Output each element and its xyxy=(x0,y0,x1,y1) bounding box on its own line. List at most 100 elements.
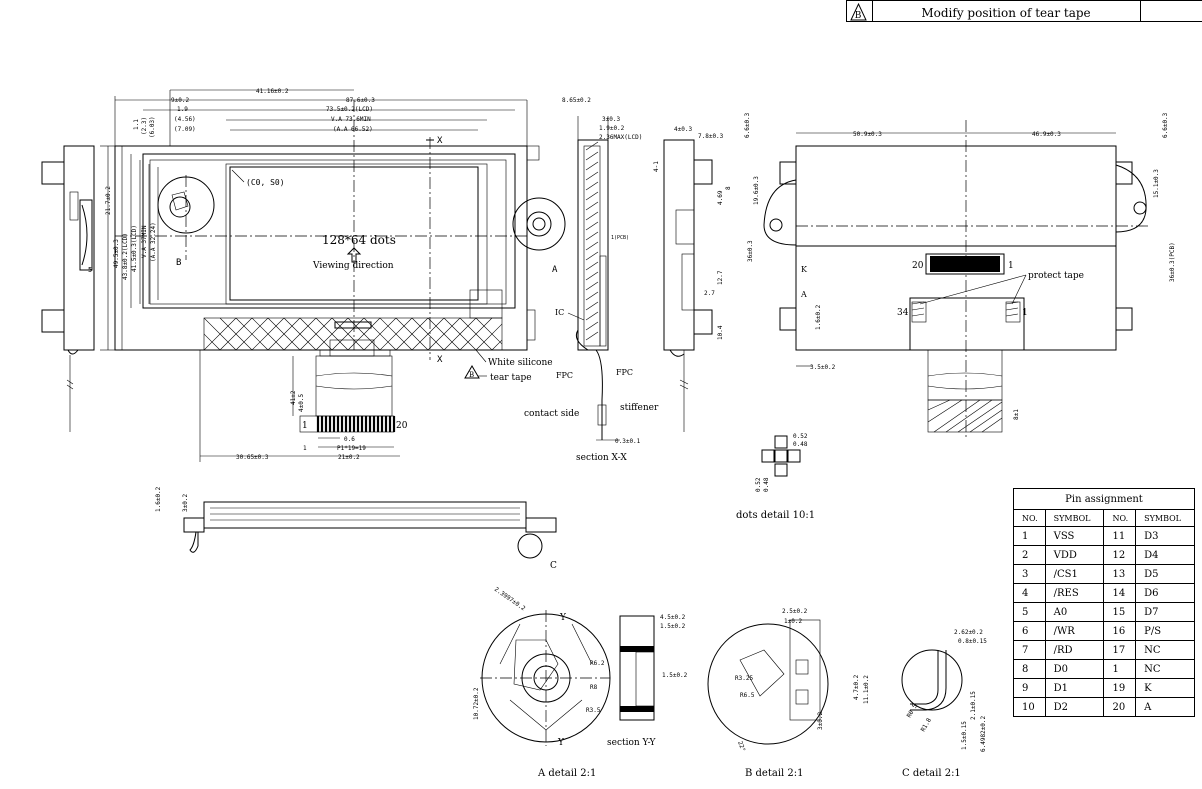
section-yy-dim-y3: 1.5±0.2 xyxy=(662,672,688,679)
dim-d18: (A.A 32.24) xyxy=(150,222,157,262)
section-dim-s1: 3±0.3 xyxy=(602,116,620,123)
fpc-pin-1: 1 xyxy=(302,421,308,431)
pin-table-title: Pin assignment xyxy=(1013,488,1195,510)
section-yy: 4.5±0.2 1.5±0.2 1.5±0.2 section Y-Y xyxy=(607,614,688,748)
detail-b-dim-c8: 22° xyxy=(736,740,746,753)
table-cell: 11 xyxy=(1103,526,1137,546)
left-side-view: 5 xyxy=(41,145,95,432)
right-dim-r7: 10.4 xyxy=(717,325,724,340)
bottom-dim-e1: 1.6±0.2 xyxy=(155,486,162,512)
white-silicone-label: White silicone xyxy=(488,358,553,368)
dim-d3: 87.6±0.3 xyxy=(346,97,375,104)
section-dim-s3: 2.36MAX(LCD) xyxy=(599,134,642,141)
right-dim-r1: 4±0.3 xyxy=(674,126,692,133)
table-cell: D4 xyxy=(1135,545,1195,565)
revision-frame: B Modify position of tear tape xyxy=(846,0,1202,22)
dim-d6: (4.56) xyxy=(174,116,196,123)
bottom-view: C 1.6±0.2 3±0.2 xyxy=(155,486,557,571)
dim-d27: 21±0.2 xyxy=(338,454,360,461)
dim-d24: P1*19=19 xyxy=(337,445,366,452)
detail-a-dim-a2: 10.72±0.2 xyxy=(473,687,480,720)
table-cell: 20 xyxy=(1103,697,1137,717)
right-dim-r8: 4-1 xyxy=(653,161,660,172)
section-yy-dim-y1: 4.5±0.2 xyxy=(660,614,686,621)
table-cell: NC xyxy=(1135,640,1195,660)
pin-table-header: SYMBOL xyxy=(1135,509,1195,527)
pin-table-header: NO. xyxy=(1013,509,1046,527)
table-cell: 5 xyxy=(1013,602,1046,622)
right-dim-r4: 8 xyxy=(725,186,732,190)
viewing-direction-label: Viewing direction xyxy=(312,261,394,271)
table-cell: A xyxy=(1135,697,1195,717)
back-dim-b8: 36±0.3(PCB) xyxy=(1169,242,1176,282)
display-text: 128*64 dots xyxy=(322,233,396,247)
detail-a: Y Y 2.3997±0.2 10.72±0.2 R6.2 R8 R3.5 A … xyxy=(473,586,611,779)
table-cell: D0 xyxy=(1044,659,1105,679)
table-cell: 9 xyxy=(1013,678,1046,698)
section-dim-s2: 1.9±0.2 xyxy=(599,125,625,132)
dim-d1: 41.16±0.2 xyxy=(256,88,289,95)
right-side-view: 4±0.3 7.8±0.3 4.69 8 2.7 12.7 10.4 4-1 xyxy=(653,126,732,432)
dots-dim-p2: 0.48 xyxy=(793,441,808,448)
table-cell: D1 xyxy=(1044,678,1105,698)
detail-b-dim-c6: 11.1±0.2 xyxy=(863,675,870,704)
label-x-top: X xyxy=(437,136,443,146)
ic-label: IC xyxy=(555,308,564,317)
detail-b-dim-c5: 4.7±0.2 xyxy=(853,674,860,700)
detail-b-title: B detail 2:1 xyxy=(745,768,804,779)
table-cell: VDD xyxy=(1044,545,1105,565)
table-cell: 4 xyxy=(1013,583,1046,603)
viewing-area xyxy=(225,163,488,305)
detail-a-dim-a1: 2.3997±0.2 xyxy=(493,586,527,613)
table-cell: 7 xyxy=(1013,640,1046,660)
table-cell: D3 xyxy=(1135,526,1195,546)
table-cell: D2 xyxy=(1044,697,1105,717)
detail-a-dim-a3: R6.2 xyxy=(590,660,605,667)
dim-d20: 5 xyxy=(88,266,92,274)
module-outline xyxy=(114,145,528,351)
table-cell: P/S xyxy=(1135,621,1195,641)
back-view: 50.9±0.3 46.9±0.3 6.6±0.3 6.6±0.3 19.6±0… xyxy=(744,112,1176,440)
revision-block: B Modify position of tear tape xyxy=(846,0,1202,22)
section-xx-title: section X-X xyxy=(576,453,627,463)
origin-label: (C0, S0) xyxy=(246,178,285,187)
bottom-label-c: C xyxy=(550,561,557,571)
dim-d15: 43.8±0.2(LCD) xyxy=(122,233,129,280)
back-dim-b4: 6.6±0.3 xyxy=(1162,112,1169,138)
label-x-bottom: X xyxy=(437,355,443,365)
detail-c-dim-f3: R0.5 xyxy=(906,703,919,719)
table-cell: D5 xyxy=(1135,564,1195,584)
revision-note: Modify position of tear tape xyxy=(921,6,1090,20)
table-cell: 6 xyxy=(1013,621,1046,641)
pin-table-header: NO. xyxy=(1103,509,1137,527)
table-cell: /RD xyxy=(1044,640,1105,660)
detail-b-dim-c2: 1±0.2 xyxy=(784,618,802,625)
detail-b-dim-c4: R6.5 xyxy=(740,692,755,699)
bottom-dim-e2: 3±0.2 xyxy=(182,494,189,512)
back-dim-b11: 8±1 xyxy=(1013,409,1020,420)
pin-table-header-row: NO. SYMBOL NO. SYMBOL xyxy=(1013,509,1195,527)
dim-d9: (A.A 66.52) xyxy=(333,126,373,133)
front-view: X X B A 1 20 128*64 dots Viewing directi… xyxy=(100,88,591,462)
right-dim-r6: 12.7 xyxy=(717,270,724,285)
dim-d8: (7.09) xyxy=(174,126,196,133)
back-pin-20: 20 xyxy=(912,261,924,271)
contact-side-label: contact side xyxy=(524,409,579,419)
table-cell: VSS xyxy=(1044,526,1105,546)
dim-d12: (2.3) xyxy=(141,117,148,135)
dim-d16: 41.5±0.3(LCD) xyxy=(131,225,138,272)
tear-tape-label: tear tape xyxy=(490,373,532,383)
table-cell: 12 xyxy=(1103,545,1137,565)
fpc-pin-20: 20 xyxy=(396,421,408,431)
tear-tape-triangle-icon xyxy=(464,365,480,379)
table-cell: 19 xyxy=(1103,678,1137,698)
dim-d7: V.A 73.6MIN xyxy=(331,116,371,123)
back-dim-b3: 6.6±0.3 xyxy=(744,112,751,138)
table-cell: 3 xyxy=(1013,564,1046,584)
table-cell: D7 xyxy=(1135,602,1195,622)
detail-b-dim-c3: R3.25 xyxy=(735,675,753,682)
section-xx-view: 3±0.3 1.9±0.2 2.36MAX(LCD) 1(PCB) IC FPC… xyxy=(524,116,659,463)
